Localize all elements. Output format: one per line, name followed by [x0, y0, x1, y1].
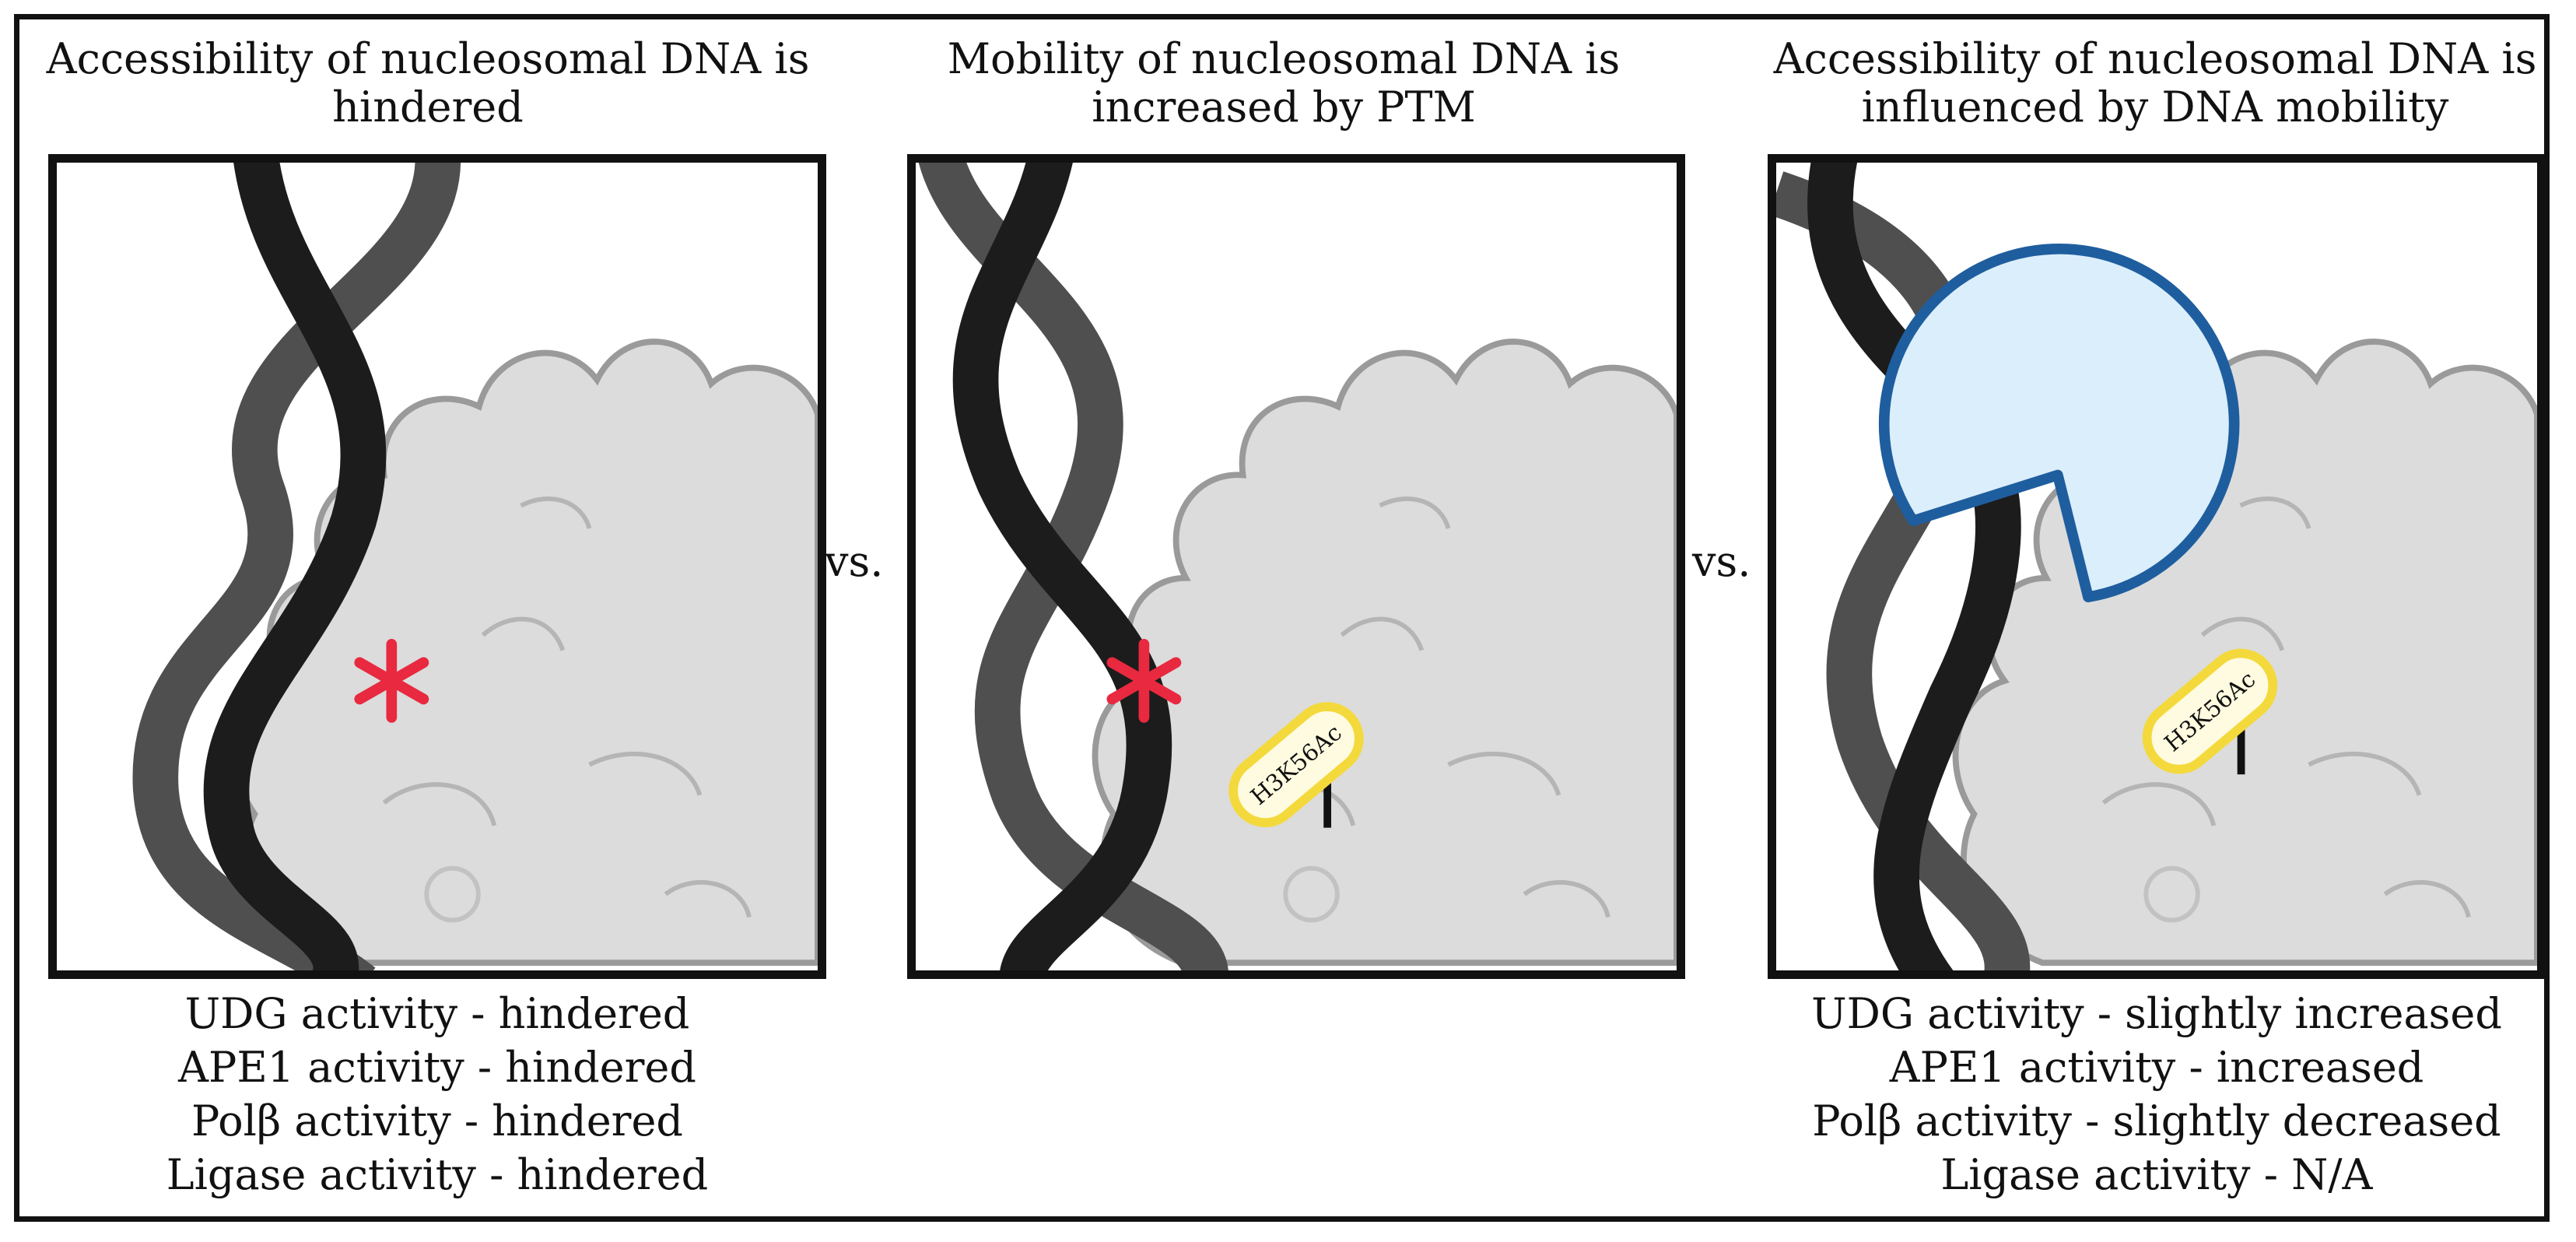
panel-2-title: Mobility of nucleosomal DNA is increased…	[947, 34, 1621, 132]
caption-line: Polβ activity - slightly decreased	[1812, 1096, 2501, 1146]
panel-1-title: Accessibility of nucleosomal DNA is hind…	[46, 34, 810, 132]
caption-line: Ligase activity - hindered	[166, 1150, 709, 1199]
panel-2-diagram: H3K56Ac	[907, 154, 1685, 979]
histone-octamer-icon	[1095, 342, 1677, 963]
panel-3-title: Accessibility of nucleosomal DNA is infl…	[1773, 34, 2537, 132]
caption-line: APE1 activity - increased	[1889, 1043, 2424, 1092]
caption-line: Polβ activity - hindered	[191, 1096, 683, 1146]
enzyme-pacman-icon	[1878, 243, 2240, 603]
histone-octamer-icon	[237, 342, 818, 963]
caption-line: UDG activity - hindered	[184, 989, 690, 1038]
panel-3-illustration: H3K56Ac	[1776, 163, 2537, 970]
panel-3-caption: UDG activity - slightly increased APE1 a…	[1737, 987, 2576, 1202]
panel-2-illustration: H3K56Ac	[918, 163, 1677, 970]
vs-separator-1: vs.	[825, 537, 884, 586]
figure-frame	[14, 14, 2550, 1222]
lesion-asterisk-icon	[354, 639, 429, 723]
ptm-tag-icon: H3K56Ac	[2142, 648, 2278, 775]
caption-line: Ligase activity - N/A	[1940, 1150, 2373, 1199]
caption-line: APE1 activity - hindered	[178, 1043, 696, 1092]
lesion-asterisk-icon	[1106, 639, 1182, 723]
vs-separator-2: vs.	[1692, 537, 1751, 586]
panel-1-diagram	[48, 154, 826, 979]
dna-helix-icon	[918, 163, 1228, 970]
caption-line: UDG activity - slightly increased	[1811, 989, 2502, 1038]
dna-helix-icon	[132, 163, 461, 970]
dna-helix-icon	[1776, 171, 2031, 970]
panel-3-diagram: H3K56Ac	[1768, 154, 2546, 979]
panel-1-caption: UDG activity - hindered APE1 activity - …	[48, 987, 826, 1202]
panel-1-illustration	[132, 163, 818, 970]
